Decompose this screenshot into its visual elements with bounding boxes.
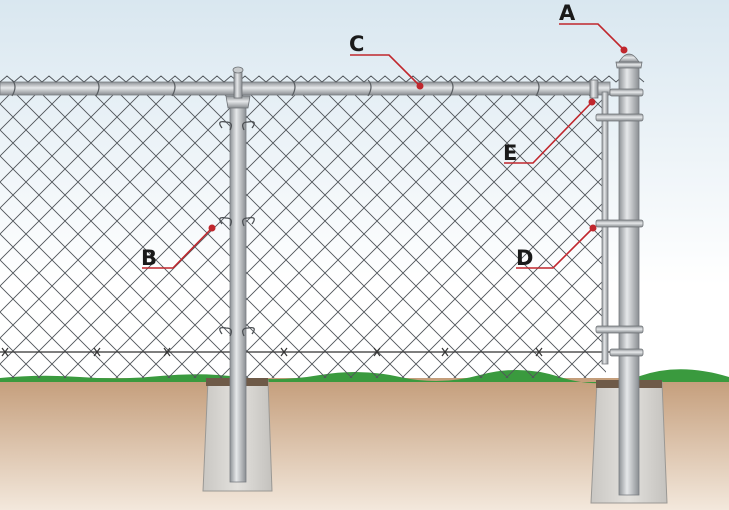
callout-label-d: D	[516, 246, 533, 270]
callout-dot-c	[416, 82, 424, 90]
callout-line-a	[559, 23, 625, 51]
callout-dot-d	[589, 224, 597, 232]
tension-wire	[0, 347, 610, 357]
terminal-post	[589, 53, 644, 496]
callout-lines	[142, 23, 625, 269]
top-rail	[0, 75, 645, 97]
callout-dot-b	[208, 224, 216, 232]
callout-label-a: A	[559, 1, 576, 25]
line-post	[219, 66, 255, 483]
callout-line-d	[516, 227, 594, 269]
callout-line-c	[350, 54, 421, 87]
callout-label-b: B	[141, 246, 157, 270]
tension-bar	[601, 91, 609, 365]
callout-dots	[208, 46, 628, 232]
callout-dot-e	[588, 98, 596, 106]
callout-dot-a	[620, 46, 628, 54]
callout-line-e	[504, 101, 593, 164]
chain-link-fabric	[0, 90, 606, 378]
callout-label-c: C	[349, 32, 364, 56]
callout-line-b	[142, 227, 213, 269]
callout-label-e: E	[503, 141, 517, 165]
